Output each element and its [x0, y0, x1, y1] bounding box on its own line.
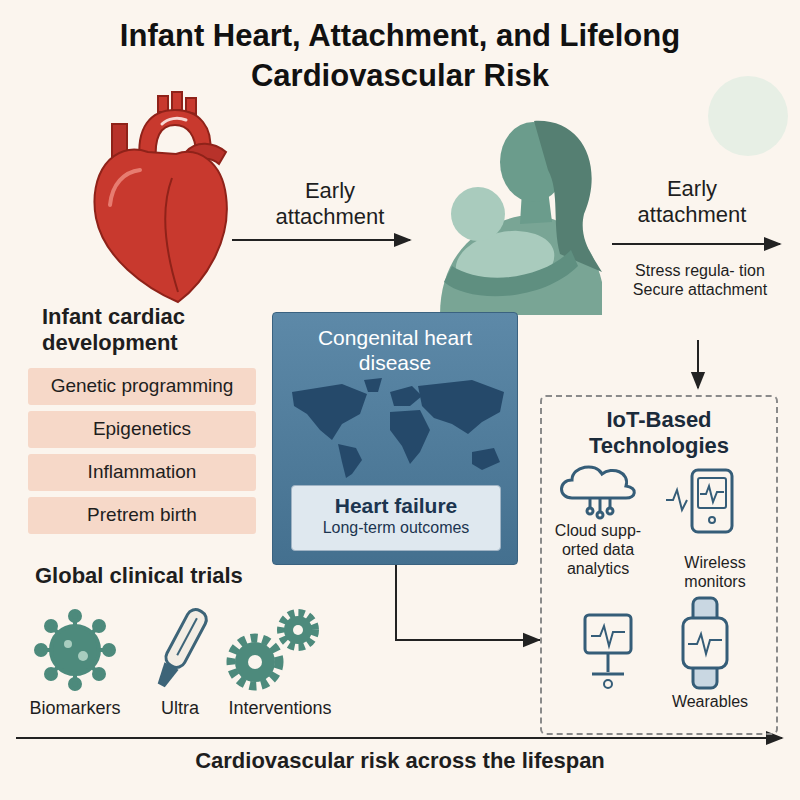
- down-arrow: [697, 340, 699, 388]
- label-slot: Early attachment: [612, 176, 772, 228]
- virus-icon: [36, 611, 114, 689]
- cloud-icon: [562, 467, 635, 518]
- label-slot: Wearables: [652, 693, 768, 712]
- section-heading: Infant cardiac development: [42, 304, 257, 356]
- disease-panel: Heart failureLong-term outcomes Congenita…: [272, 312, 518, 565]
- label-slot: Ultra: [150, 698, 210, 719]
- outcome-text: Long-term outcomes: [300, 518, 492, 537]
- factor-text: Inflammation: [36, 461, 248, 484]
- attachment-arrow: [232, 239, 410, 241]
- gears-icon: [231, 613, 315, 686]
- arrow-label: Early attachment: [612, 176, 772, 228]
- continent-shape: [338, 444, 362, 478]
- label-slot: Wireless monitors: [656, 554, 774, 592]
- label-slot: Early attachment: [250, 178, 410, 230]
- label-slot: Cardiovascular risk across the lifespan: [0, 748, 800, 774]
- factor-box: Epigenetics: [28, 411, 256, 448]
- factor-box: Genetic programming: [28, 368, 256, 405]
- group-heading: IoT-Based Technologies: [550, 407, 768, 460]
- factor-box: Pretrem birth: [28, 497, 256, 534]
- wireless-monitor-icon: [666, 470, 732, 532]
- icon-label: Interventions: [213, 698, 347, 719]
- outcome-box: Heart failureLong-term outcomes: [291, 485, 501, 551]
- arrow-label: Early attachment: [250, 178, 410, 230]
- ultrasound-probe-icon: [152, 606, 209, 690]
- continent-shape: [390, 386, 422, 406]
- label-slot: Infant cardiac development: [42, 304, 257, 356]
- icon-label: Cloud supp- orted data analytics: [546, 522, 650, 579]
- title-slot: Infant Heart, Attachment, and Lifelong C…: [90, 16, 710, 95]
- factor-text: Epigenetics: [36, 418, 248, 441]
- continent-shape: [364, 378, 382, 392]
- factor-text: Genetic programming: [36, 375, 248, 398]
- continent-shape: [292, 384, 367, 440]
- decor-circle: [708, 76, 788, 156]
- axis-label: Cardiovascular risk across the lifespan: [0, 748, 800, 774]
- label-slot: Biomarkers: [20, 698, 130, 719]
- label-slot: Stress regula- tion Secure attachment: [622, 262, 778, 300]
- heart-illustration: [94, 92, 226, 302]
- section-heading: Global clinical trials: [35, 563, 315, 589]
- panel-heading: Congenital heart disease: [283, 325, 507, 375]
- icon-label: Ultra: [150, 698, 210, 719]
- attachment-arrow: [612, 243, 780, 245]
- continent-shape: [390, 410, 430, 464]
- label-slot: Global clinical trials: [35, 563, 315, 589]
- smartwatch-icon: [683, 598, 727, 688]
- continent-shape: [472, 448, 500, 470]
- outcome-text: Heart failure: [300, 493, 492, 518]
- mother-baby-illustration: [440, 121, 602, 315]
- desktop-monitor-icon: [585, 615, 631, 688]
- factor-text: Pretrem birth: [36, 504, 248, 527]
- factor-box: Inflammation: [28, 454, 256, 491]
- icon-label: Wireless monitors: [656, 554, 774, 592]
- lifespan-arrow: [16, 737, 782, 739]
- label-slot: Interventions: [213, 698, 347, 719]
- note-text: Stress regula- tion Secure attachment: [622, 262, 778, 300]
- diagram-title: Infant Heart, Attachment, and Lifelong C…: [90, 16, 710, 95]
- icon-label: Wearables: [652, 693, 768, 712]
- icon-label: Biomarkers: [20, 698, 130, 719]
- label-slot: Cloud supp- orted data analytics: [546, 522, 650, 579]
- continent-shape: [418, 380, 504, 434]
